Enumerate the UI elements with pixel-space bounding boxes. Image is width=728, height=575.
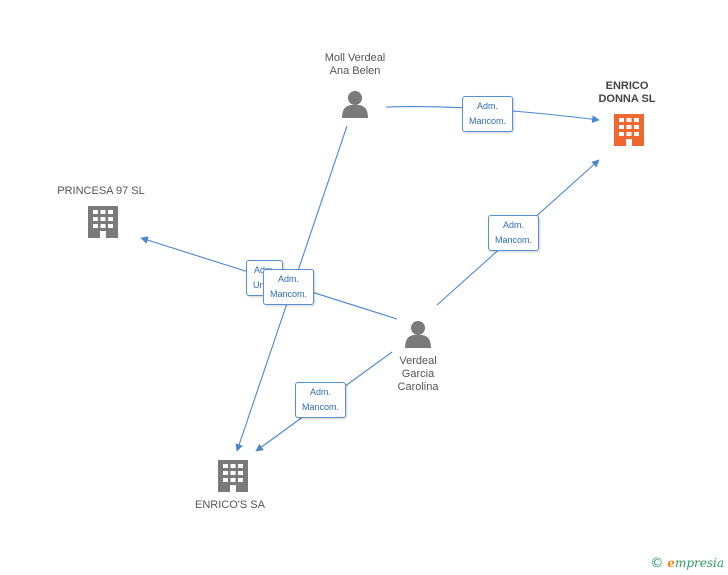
brand-initial: e — [667, 556, 675, 570]
node-label-princesa[interactable]: PRINCESA 97 SL — [46, 185, 156, 198]
brand-logo: ©empresia — [650, 556, 724, 571]
brand-name: mpresia — [674, 556, 724, 570]
node-label-line: PRINCESA 97 SL — [57, 185, 145, 197]
edge-badge-line: Mancom. — [270, 289, 308, 299]
building-icon[interactable] — [88, 206, 118, 238]
person-icon[interactable] — [342, 91, 368, 118]
edge-badge-line: Adm. — [278, 274, 300, 284]
node-label-line: ENRICO — [605, 80, 649, 92]
node-label-moll-verdeal[interactable]: Moll Verdeal Ana Belen — [300, 52, 410, 78]
edge-badge-verdeal-to-donna[interactable]: Adm. Mancom. — [488, 215, 540, 251]
edge-badge-line: Adm. — [477, 101, 499, 111]
node-label-line: ENRICO'S SA — [195, 499, 265, 511]
edges — [140, 105, 600, 452]
edge-badge-verdeal-to-enricos[interactable]: Adm. Mancom. — [295, 382, 347, 418]
node-label-line: DONNA SL — [598, 93, 656, 105]
node-label-enricos-sa[interactable]: ENRICO'S SA — [175, 499, 285, 512]
node-label-line: Ana Belen — [329, 65, 381, 77]
edge-badge-moll-to-enricos[interactable]: Adm. Mancom. — [263, 269, 315, 305]
node-label-line: Carolina — [397, 381, 439, 393]
building-icon[interactable] — [218, 460, 248, 492]
node-label-enrico-donna[interactable]: ENRICO DONNA SL — [582, 80, 672, 106]
edge-badge-line: Mancom. — [495, 235, 533, 245]
edge-badge-line: Adm. — [310, 387, 332, 397]
edge-badge-line: Mancom. — [469, 116, 507, 126]
building-icon[interactable] — [614, 114, 644, 146]
edge-badge-moll-to-donna[interactable]: Adm. Mancom. — [462, 96, 514, 132]
node-label-line: Verdeal — [399, 355, 437, 367]
edge-badge-line: Adm. — [503, 220, 525, 230]
copyright-symbol: © — [650, 556, 664, 571]
node-label-line: Moll Verdeal — [324, 52, 386, 64]
person-icon[interactable] — [405, 321, 431, 348]
node-label-verdeal-garcia[interactable]: Verdeal Garcia Carolina — [378, 355, 458, 394]
edge-badge-line: Mancom. — [302, 402, 340, 412]
node-label-line: Garcia — [401, 368, 435, 380]
